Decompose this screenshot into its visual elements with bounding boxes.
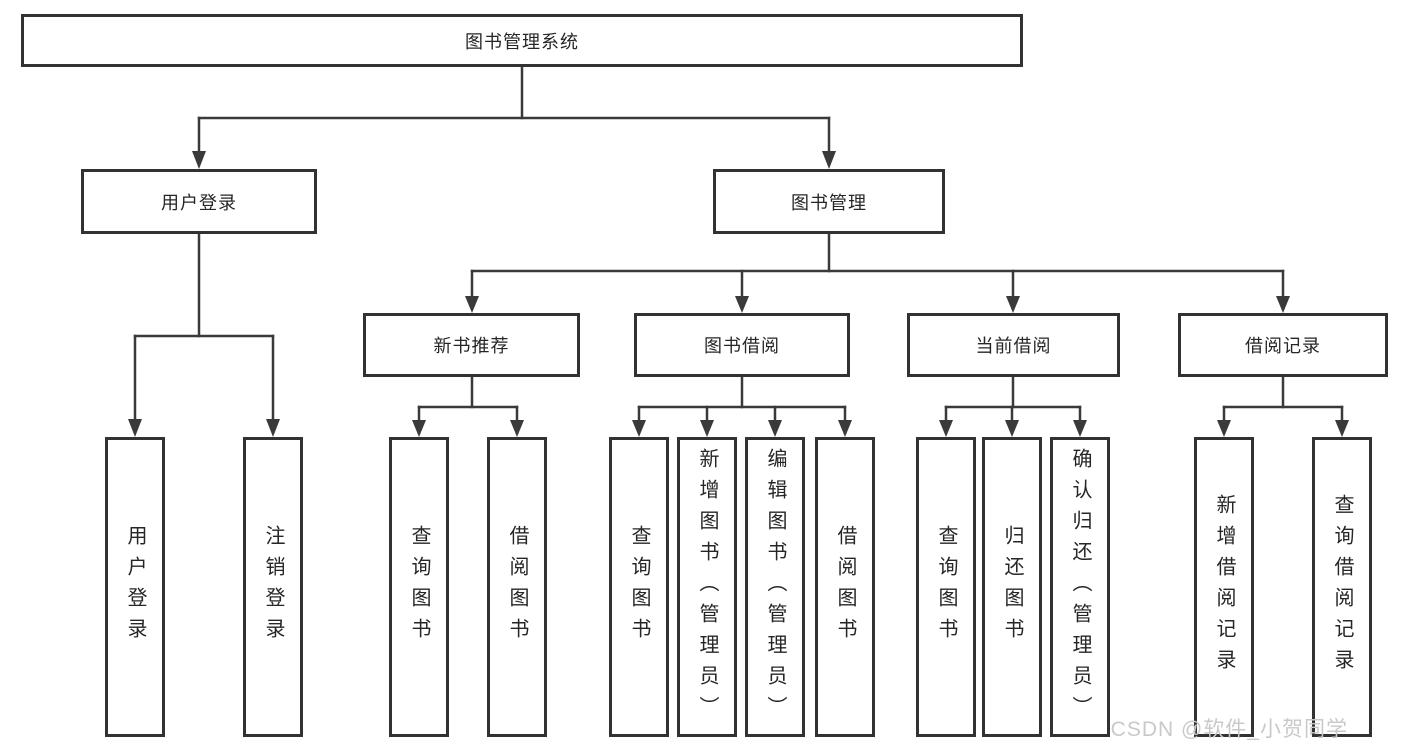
leaf-borrow-books-recommend: 借阅图书: [487, 437, 547, 737]
leaf-logout: 注销登录: [243, 437, 303, 737]
leaf-user-login: 用户登录: [105, 437, 165, 737]
leaf-label: 归还图书: [1001, 525, 1023, 649]
leaf-label: 用户登录: [124, 525, 146, 649]
leaf-query-books-borrow: 查询图书: [609, 437, 669, 737]
leaf-query-borrow-record: 查询借阅记录: [1312, 437, 1372, 737]
leaf-label: 查询图书: [935, 525, 957, 649]
leaf-label: 确认归还（管理员）: [1069, 447, 1091, 727]
leaf-label: 注销登录: [262, 525, 284, 649]
leaf-edit-book-admin: 编辑图书（管理员）: [745, 437, 805, 737]
node-book-management: 图书管理: [713, 169, 945, 234]
leaf-label: 查询图书: [628, 525, 650, 649]
leaf-label: 新增图书（管理员）: [696, 447, 718, 727]
node-book-borrow: 图书借阅: [634, 313, 850, 377]
leaf-confirm-return-admin: 确认归还（管理员）: [1050, 437, 1110, 737]
leaf-label: 编辑图书（管理员）: [764, 447, 786, 727]
leaf-label: 借阅图书: [506, 525, 528, 649]
leaf-label: 查询图书: [408, 525, 430, 649]
leaf-query-books-recommend: 查询图书: [389, 437, 449, 737]
leaf-label: 借阅图书: [834, 525, 856, 649]
node-borrow-records: 借阅记录: [1178, 313, 1388, 377]
leaf-query-books-current: 查询图书: [916, 437, 976, 737]
leaf-label: 查询借阅记录: [1331, 494, 1353, 680]
leaf-add-book-admin: 新增图书（管理员）: [677, 437, 737, 737]
watermark: CSDN @软件_小贺同学: [1110, 718, 1348, 741]
leaf-return-book: 归还图书: [982, 437, 1042, 737]
node-user-login-group: 用户登录: [81, 169, 317, 234]
leaf-add-borrow-record: 新增借阅记录: [1194, 437, 1254, 737]
node-current-borrow: 当前借阅: [907, 313, 1120, 377]
leaf-borrow-books: 借阅图书: [815, 437, 875, 737]
node-root: 图书管理系统: [21, 14, 1023, 67]
leaf-label: 新增借阅记录: [1213, 494, 1235, 680]
node-new-book-recommend: 新书推荐: [363, 313, 580, 377]
